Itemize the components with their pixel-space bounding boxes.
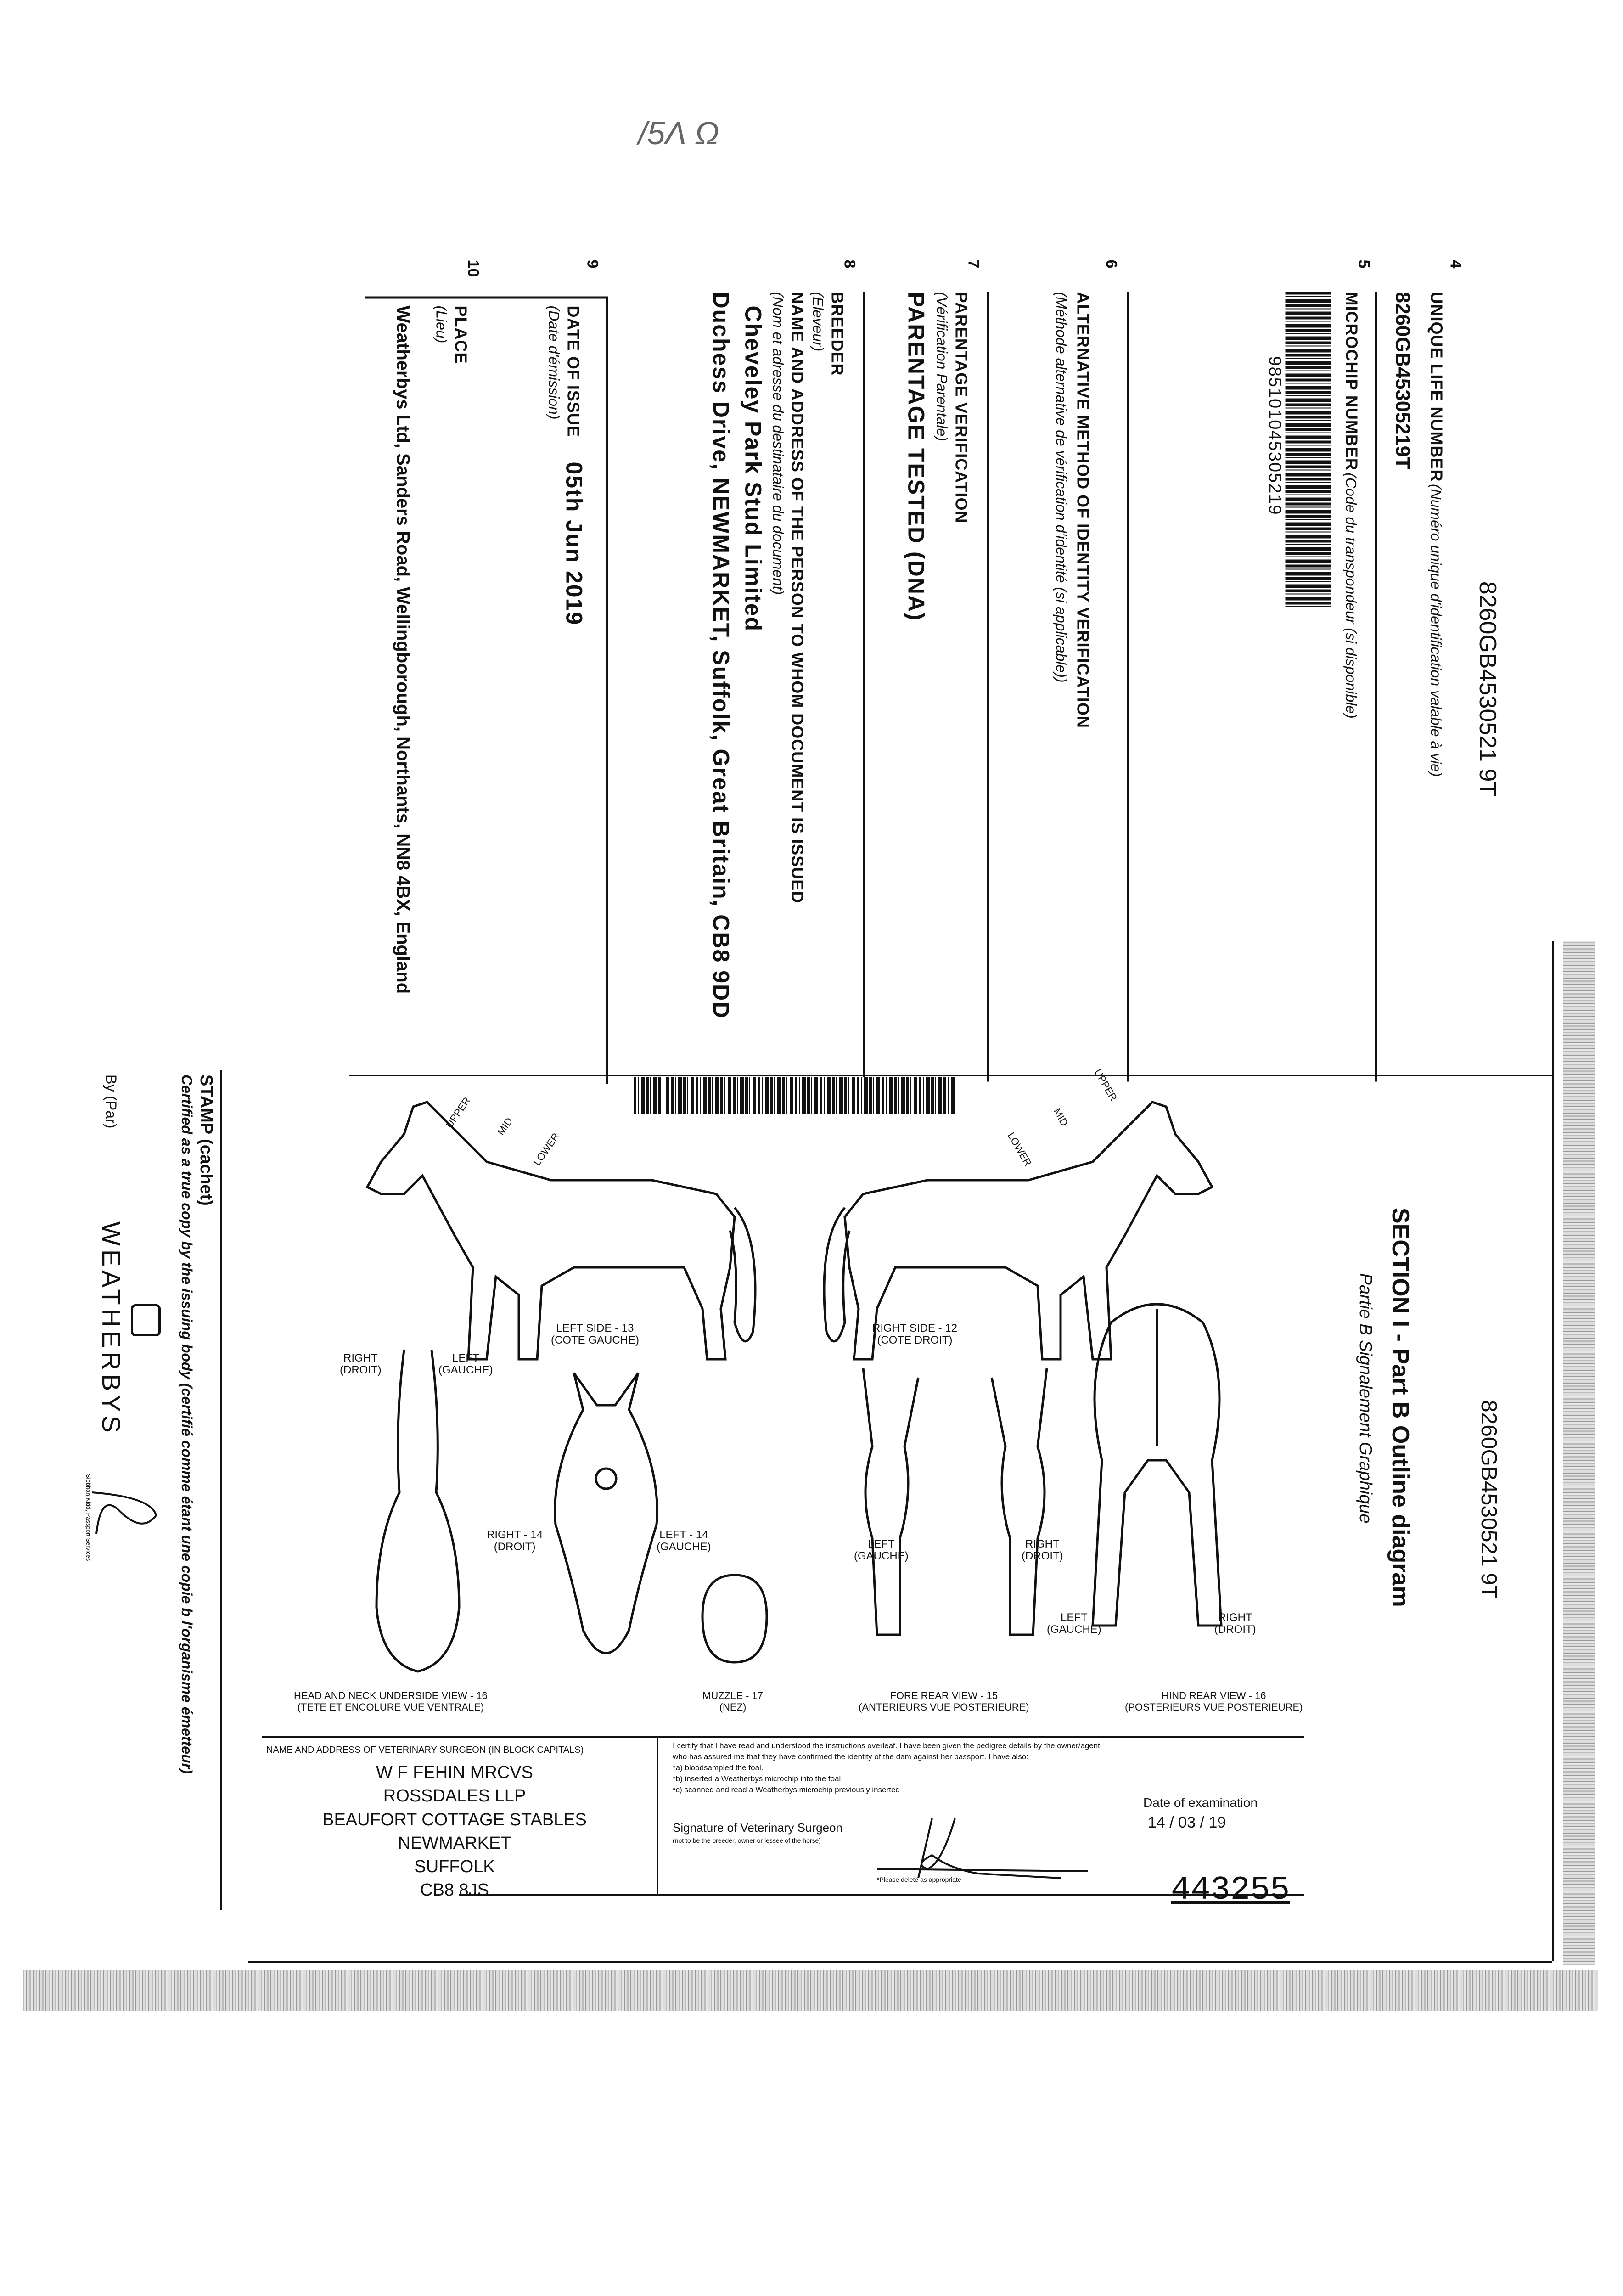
- label-hind-right: RIGHT(DROIT): [1214, 1611, 1256, 1636]
- label-underside-right: RIGHT(DROIT): [340, 1352, 382, 1377]
- vet-signature-label: Signature of Veterinary Surgeon: [673, 1821, 843, 1835]
- right-side-horse: [843, 1101, 1214, 1361]
- diagram-border-right: [1552, 941, 1554, 1961]
- delete-note: *Please delete as appropriate: [877, 1876, 961, 1883]
- stamp-label: STAMP (cachet): [197, 1075, 216, 1206]
- label-right-side: RIGHT SIDE - 12(COTE DROIT): [872, 1322, 957, 1347]
- weatherbys-logo: WEATHERBYS: [97, 1221, 126, 1436]
- stamp-block: STAMP (cachet) Certified as a true copy …: [73, 1070, 220, 1906]
- head-whorl: [595, 1467, 618, 1490]
- fore-rear-view: [862, 1368, 1048, 1636]
- vet-section-top-line: [262, 1736, 1304, 1738]
- head-front-view: [554, 1372, 658, 1654]
- vet-signature: [877, 1818, 1089, 1879]
- exam-date-value: 14 / 03 / 19: [1148, 1814, 1226, 1831]
- caption-fore-rear: FORE REAR VIEW - 15(ANTERIEURS VUE POSTE…: [859, 1690, 1029, 1713]
- underside-view: [375, 1350, 461, 1673]
- left-side-horse: [365, 1101, 736, 1361]
- vet-certification: I certify that I have read and understoo…: [673, 1741, 1100, 1794]
- label-underside-left: LEFT(GAUCHE): [438, 1352, 493, 1377]
- stamp-border: [220, 1070, 222, 1910]
- vet-name-label: NAME AND ADDRESS OF VETERINARY SURGEON (…: [266, 1745, 584, 1755]
- stamp-by-label: By (Par): [103, 1075, 119, 1129]
- label-fore-left: LEFT(GAUCHE): [854, 1538, 909, 1563]
- diagram-border-top: [349, 1075, 1552, 1076]
- stamp-certified-text: Certified as a true copy by the issuing …: [179, 1075, 195, 1774]
- vet-section-bottom-line: [459, 1894, 1304, 1896]
- vet-address: W F FEHIN MRCVS ROSSDALES LLP BEAUFORT C…: [322, 1763, 587, 1900]
- scan-artifact-edge: [1563, 941, 1595, 1965]
- diagram-border-bottom: [248, 1961, 1552, 1963]
- left-side-tail: [729, 1207, 757, 1343]
- stamp-signature: [91, 1491, 157, 1534]
- right-side-tail: [823, 1207, 851, 1343]
- muzzle-view: [701, 1574, 768, 1664]
- label-left-side: LEFT SIDE - 13(COTE GAUCHE): [551, 1322, 639, 1347]
- caption-head-neck: HEAD AND NECK UNDERSIDE VIEW - 16(TETE E…: [294, 1690, 488, 1713]
- scan-artifact-band: [23, 1970, 1598, 2011]
- vet-signature-note: (not to be the breeder, owner or lessee …: [673, 1837, 821, 1844]
- weatherbys-crest-icon: [131, 1304, 161, 1336]
- stamp-signatory: Siobhan Kidd, Passport Services: [85, 1474, 92, 1561]
- caption-muzzle: MUZZLE - 17(NEZ): [702, 1690, 764, 1713]
- document-barcode: [634, 1077, 955, 1114]
- serial-number: 443255: [1171, 1871, 1290, 1909]
- label-hind-left: LEFT(GAUCHE): [1047, 1611, 1101, 1636]
- hind-rear-view: [1091, 1303, 1223, 1627]
- caption-hind-rear: HIND REAR VIEW - 16(POSTERIEURS VUE POST…: [1125, 1690, 1303, 1713]
- label-head-left: LEFT - 14(GAUCHE): [657, 1529, 711, 1553]
- handwritten-mark: /5Λ Ω: [638, 115, 719, 151]
- exam-date-label: Date of examination: [1143, 1795, 1258, 1810]
- label-head-right: RIGHT - 14(DROIT): [487, 1529, 543, 1553]
- label-fore-right: RIGHT(DROIT): [1022, 1538, 1063, 1563]
- vet-section-divider: [657, 1738, 658, 1894]
